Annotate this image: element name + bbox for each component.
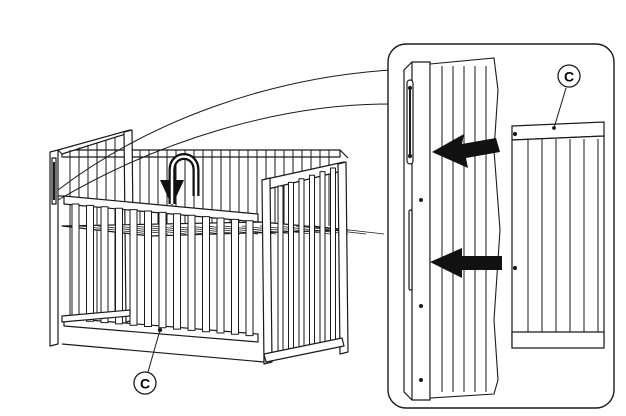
crib-illustration: [49, 129, 385, 365]
right-end-slats: [277, 167, 336, 355]
detail-view: C: [387, 43, 615, 409]
front-slat: [245, 220, 254, 337]
front-slat: [187, 214, 196, 331]
detail-end-panel: [429, 57, 501, 399]
front-slat: [216, 217, 225, 334]
detail-drop-side: [511, 121, 605, 349]
spring-bar: [313, 225, 385, 235]
part-c-callout-main: C: [133, 329, 161, 395]
rotate-arrow-icon: [160, 153, 200, 206]
front-slat: [202, 216, 210, 333]
part-c-callout-detail: C: [553, 64, 581, 129]
front-slat: [86, 204, 94, 322]
right-end-slat: [330, 167, 336, 342]
front-slat: [158, 211, 167, 329]
right-end-slat: [277, 185, 284, 355]
detail-leader-lines: [57, 69, 391, 201]
front-slat: [129, 209, 138, 326]
spring-bar: [259, 225, 331, 235]
front-slat: [100, 206, 109, 324]
right-end-slat: [319, 171, 326, 345]
front-slat: [144, 210, 152, 327]
right-end-slat: [298, 178, 305, 350]
front-drop-side: [58, 195, 259, 343]
front-slat: [71, 203, 80, 321]
right-end-slat: [309, 174, 315, 347]
right-end-slat: [288, 181, 294, 352]
front-slat: [115, 207, 123, 325]
push-arrow-icon: [430, 134, 502, 278]
front-slat: [173, 213, 181, 330]
detail-end-post: [403, 61, 431, 401]
detail-panel-boards: [441, 66, 487, 392]
front-slat: [231, 218, 239, 335]
part-c-label-main: C: [140, 376, 150, 392]
part-c-label-detail: C: [564, 69, 574, 85]
right-end-panel: [261, 161, 349, 365]
front-slats: [71, 203, 254, 337]
detail-drop-side-slats: [527, 139, 599, 332]
